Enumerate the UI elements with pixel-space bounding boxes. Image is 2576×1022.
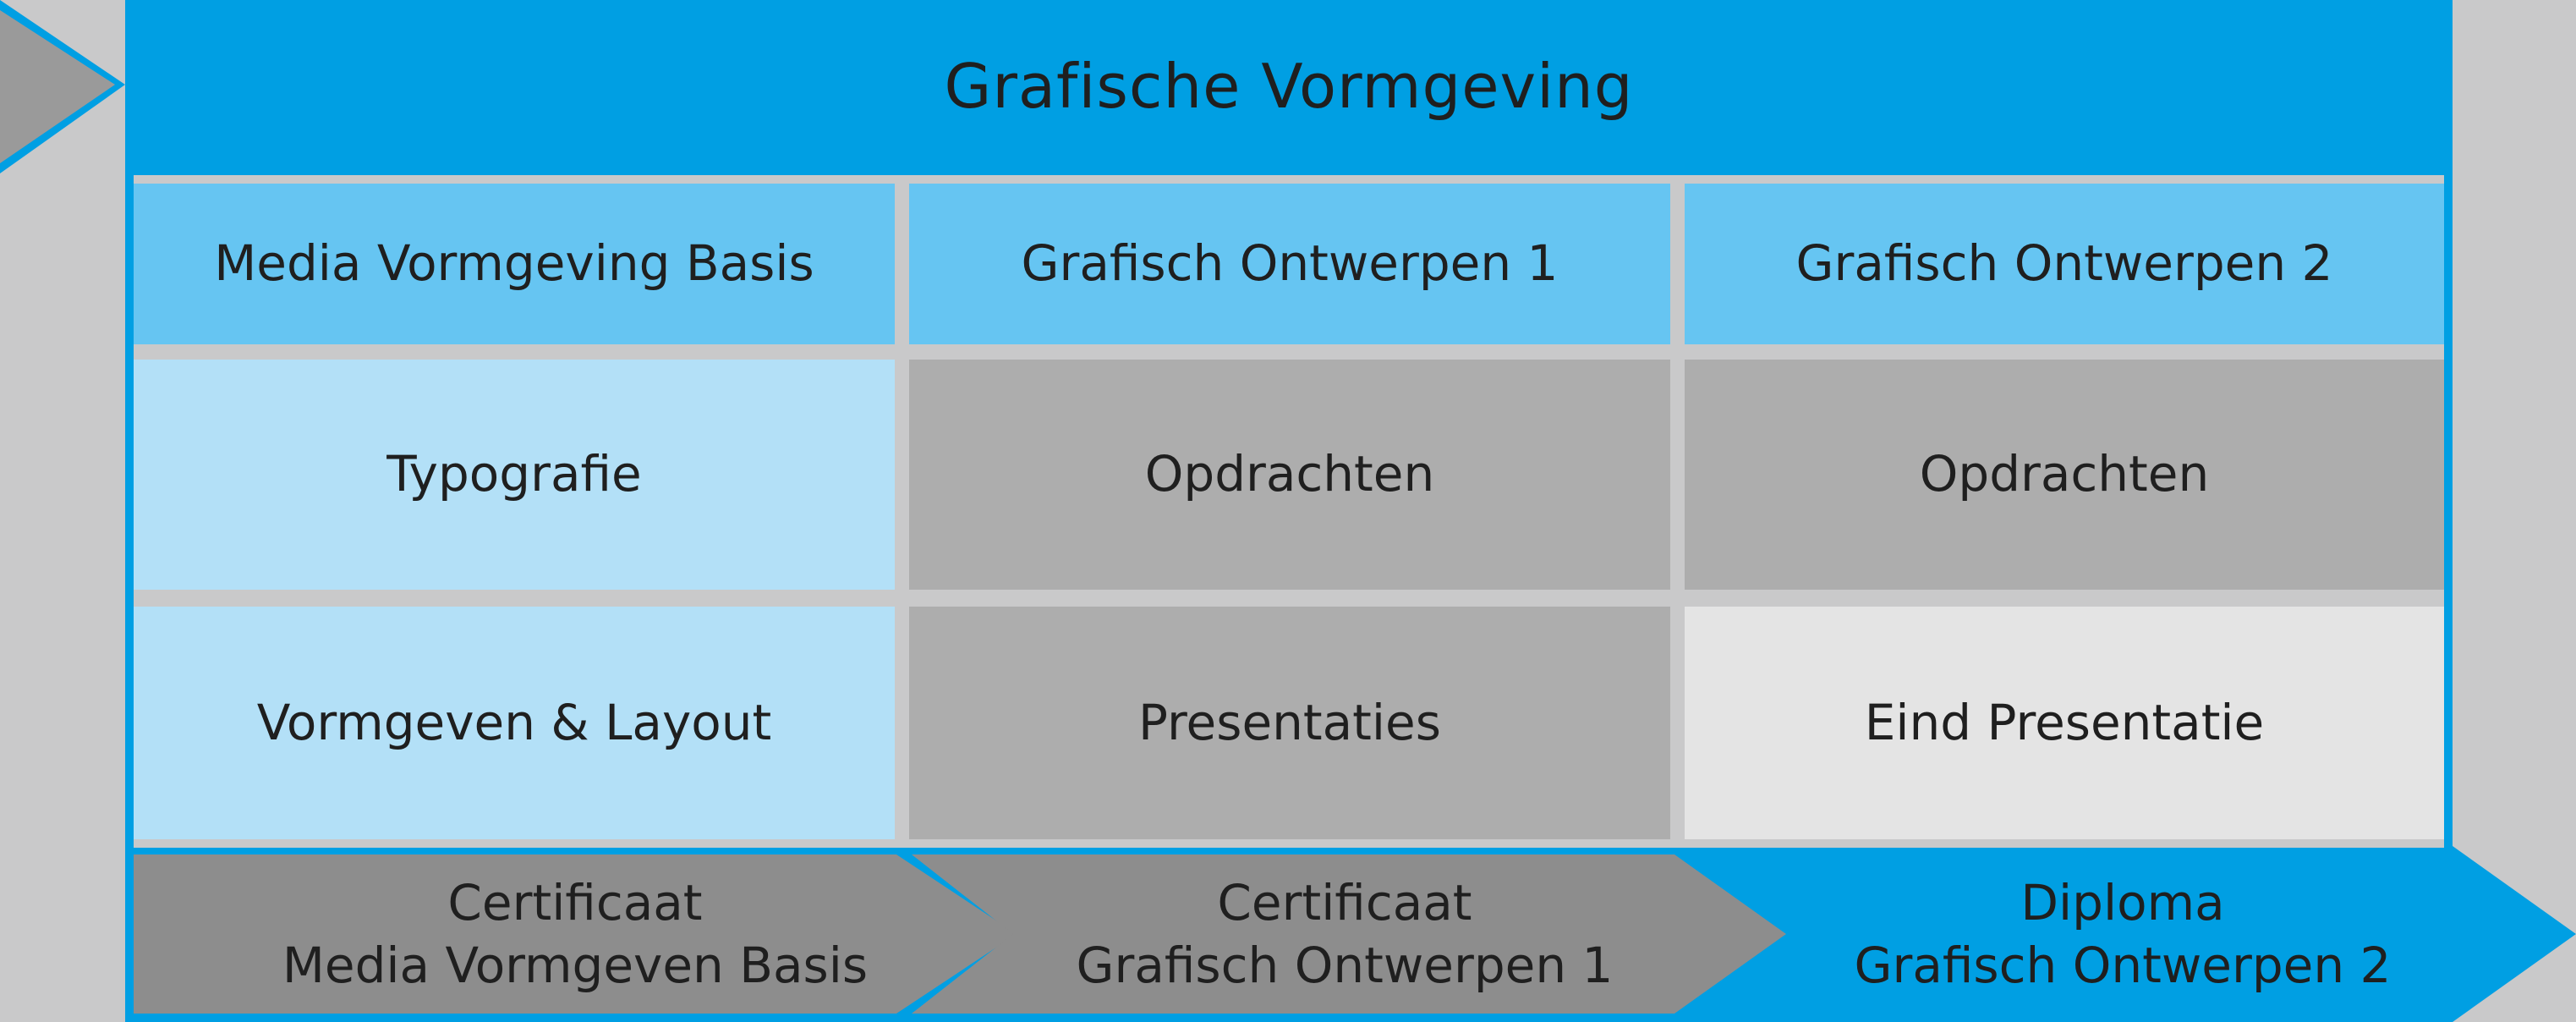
column-header-2: Grafisch Ontwerpen 1 <box>1021 234 1559 293</box>
cell-vormgeven-layout: Vormgeven & Layout <box>256 693 772 751</box>
certificate-2-line1: Certificaat <box>1217 874 1472 931</box>
cell-r1-c1 <box>134 360 895 590</box>
entry-arrow-inner <box>0 10 115 163</box>
header-cell-1 <box>134 184 895 344</box>
header-cell-2 <box>909 184 1670 344</box>
certificate-arrow-2 <box>912 854 1786 1014</box>
column-header-3: Grafisch Ontwerpen 2 <box>1795 234 2333 293</box>
cell-opdrachten-1: Opdrachten <box>1144 445 1435 503</box>
cell-presentaties: Presentaties <box>1138 693 1441 751</box>
cell-eind-presentatie: Eind Presentatie <box>1864 693 2265 751</box>
cell-r2-c1 <box>134 607 895 839</box>
certificate-1: Certificaat Media Vormgeven Basis <box>152 858 998 1010</box>
diploma: Diploma Grafisch Ontwerpen 2 <box>1759 858 2486 1010</box>
certificate-1-line1: Certificaat <box>447 874 703 931</box>
cell-r1-c3 <box>1685 360 2444 590</box>
header-cell-3 <box>1685 184 2444 344</box>
certificate-arrow-1 <box>134 854 1017 1014</box>
cell-r1-c2 <box>909 360 1670 590</box>
diploma-line2: Grafisch Ontwerpen 2 <box>1854 937 2392 994</box>
column-header-1: Media Vormgeving Basis <box>214 234 814 293</box>
cell-typografie: Typografie <box>386 445 642 503</box>
cell-r2-c3 <box>1685 607 2444 839</box>
cell-r2-c2 <box>909 607 1670 839</box>
cell-opdrachten-2: Opdrachten <box>1919 445 2210 503</box>
certificate-1-line2: Media Vormgeven Basis <box>282 937 869 994</box>
certificate-2-line2: Grafisch Ontwerpen 1 <box>1076 937 1614 994</box>
diploma-line1: Diploma <box>2020 874 2225 931</box>
diagram-title: Grafische Vormgeving <box>944 51 1634 123</box>
certificate-2: Certificaat Grafisch Ontwerpen 1 <box>973 858 1717 1010</box>
